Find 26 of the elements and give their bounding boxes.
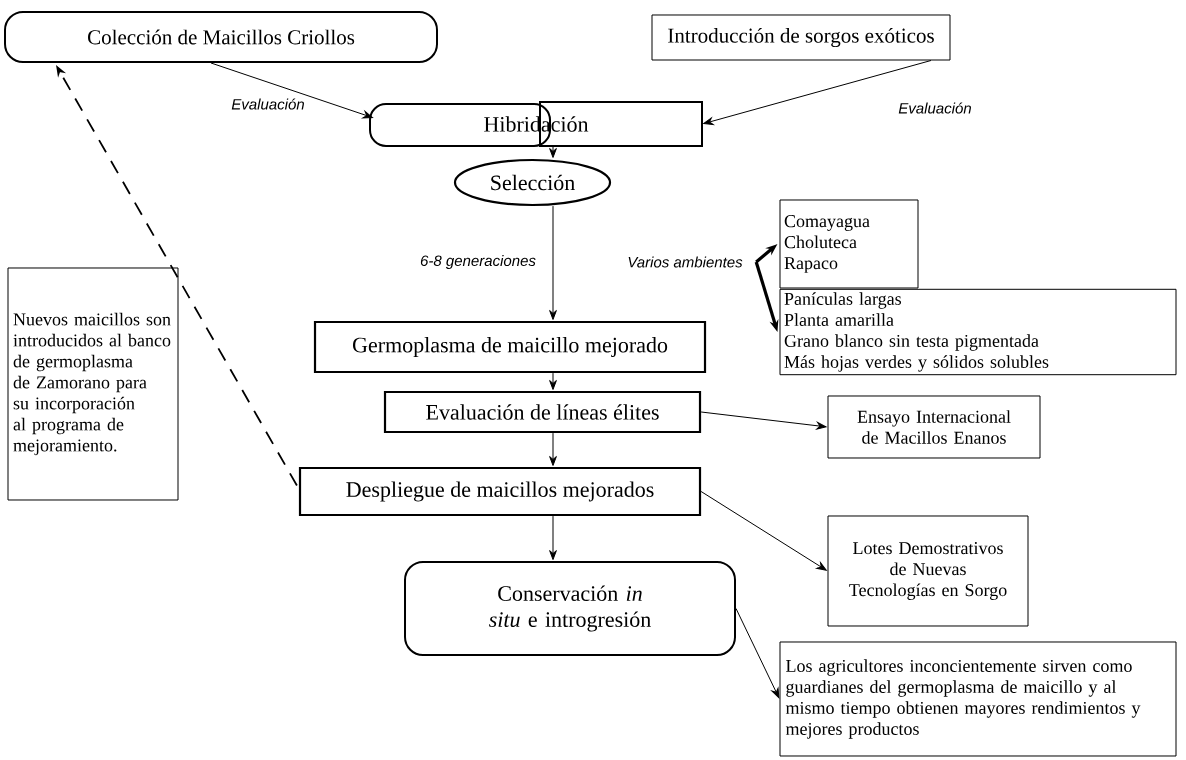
text-box: Los agricultores inconcientemente sirven como guardianes del germoplasma de maicillo y al mismo tiempo obtienen mayores rendimientos y mejores productos [779,641,1177,757]
arrow [549,372,557,390]
text-box: Comayagua Choluteca Rapaco [779,199,919,289]
arrow [700,411,827,430]
process-box: Germoplasma de maicillo mejorado [313,320,707,374]
text-box: Introducción de sorgos exóticos [651,14,951,61]
arrow [735,608,780,699]
rounded-box: Conservación in situ e introgresión [404,561,736,656]
edge-label: Evaluación [230,97,306,111]
process-box: Despliegue de maicillos mejorados [298,466,702,517]
arrow [549,145,557,158]
arrow [703,60,932,125]
process-box: Evaluación de líneas élites [383,390,702,434]
edge-label: Varios ambientes [628,256,743,268]
arrow [210,62,373,119]
edge-label: 6-8 generaciones [419,254,537,270]
text-box: Lotes Demostrativos de Nuevas Tecnologías en Sorgo [827,515,1029,627]
arrow [549,205,557,320]
rounded-box: Colección de Maicillos Criollos [4,11,438,63]
edge-label: Evaluación [897,101,973,115]
text-box: Ensayo Internacional de Macillos Enanos [827,395,1041,459]
arrow [700,491,827,571]
arrow [549,432,557,466]
text-box: Nuevos maicillos son introducidos al banco de germoplasma de Zamorano para su incorporación al programa de mejoramiento. [7,267,179,501]
text-box: Panículas largas Planta amarilla Grano blanco sin testa pigmentada Más hojas verdes y sólidos solubles [779,288,1177,376]
arrow [549,515,557,561]
